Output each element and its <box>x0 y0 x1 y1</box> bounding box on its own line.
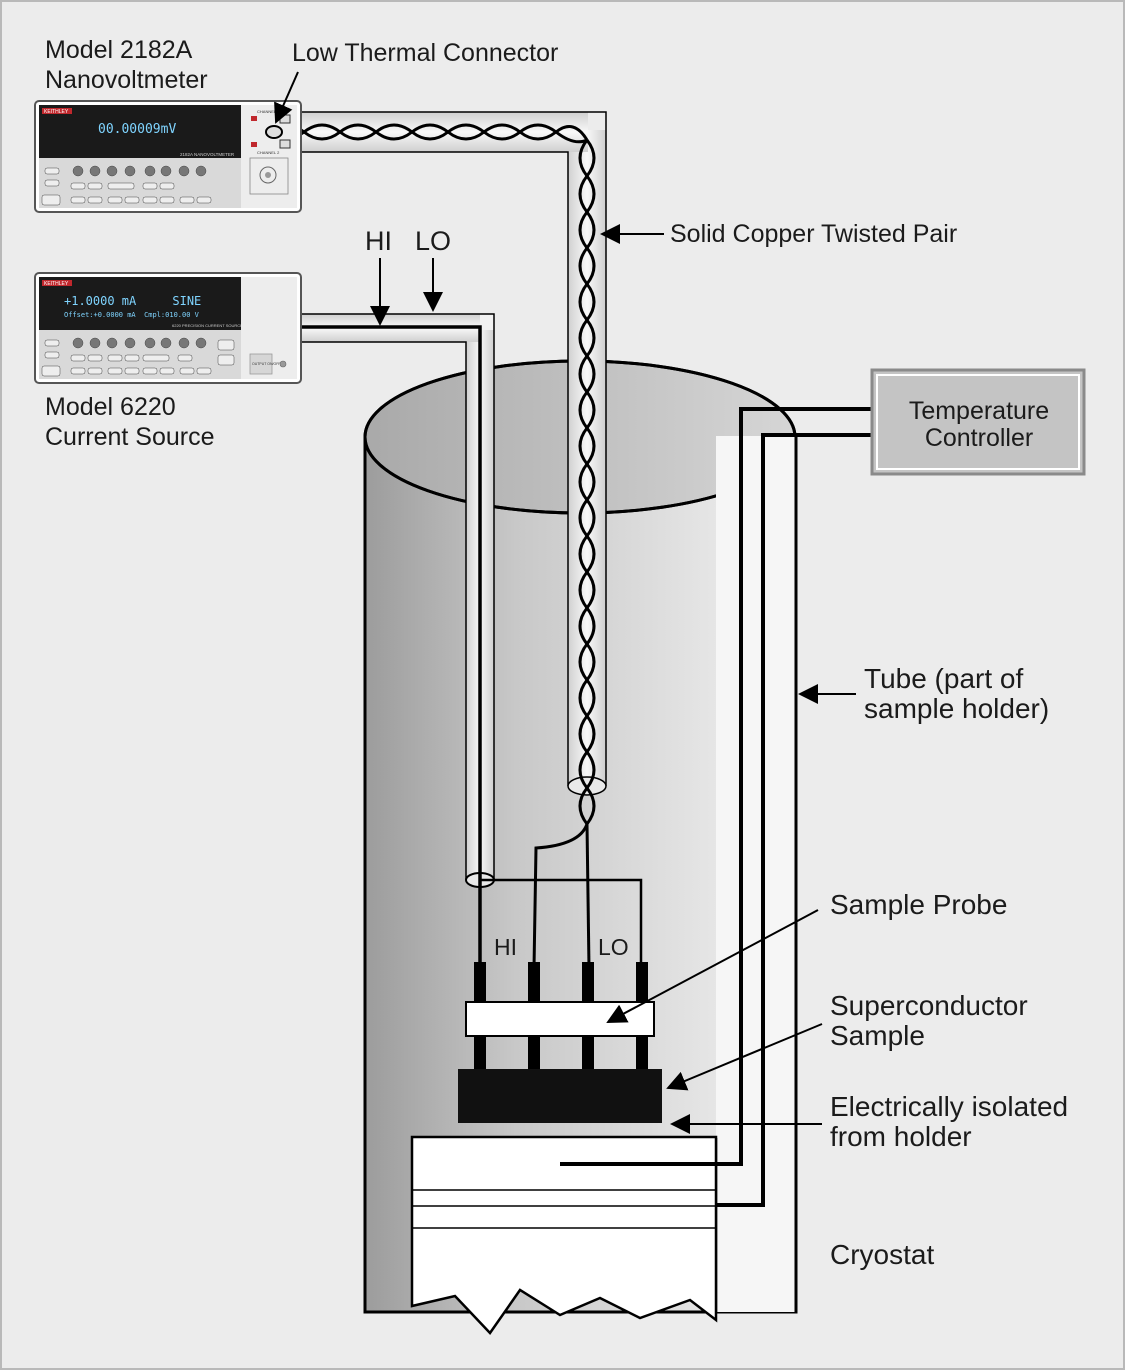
current-source-display-panel <box>39 277 241 330</box>
current-source-brand: KEITHLEY <box>44 281 69 287</box>
nanovoltmeter-channel2-label: CHANNEL 2 <box>257 150 280 155</box>
nanovoltmeter-instrument: KEITHLEY 00.00009mV 2182A NANOVOLTMETER … <box>34 100 302 213</box>
current-source-reading-line2: Offset:+0.0000 mA Cmpl:010.00 V <box>64 311 200 319</box>
nanovoltmeter-display-panel <box>39 105 241 158</box>
low-thermal-connector-arrow <box>274 71 299 124</box>
sample-probe-arrow <box>606 909 819 1023</box>
superconductor-arrow <box>666 1023 823 1091</box>
superconductor-sample <box>458 1069 662 1123</box>
twisted-pair-conduit <box>298 111 607 796</box>
isolated-label-line2: from holder <box>830 1121 972 1152</box>
current-source-model-text: 6220 PRECISION CURRENT SOURCE <box>172 323 243 328</box>
low-thermal-connector-label: Low Thermal Connector <box>292 39 558 67</box>
lo-probe-label: LO <box>598 934 629 960</box>
cryostat-label: Cryostat <box>830 1239 934 1270</box>
current-source-label-line2: Current Source <box>45 423 215 451</box>
hi-top-label: HI <box>365 226 392 256</box>
probe-pins-lower <box>474 1036 648 1070</box>
twisted-pair-label: Solid Copper Twisted Pair <box>670 220 957 248</box>
current-source-reading-line1: +1.0000 mA SINE <box>64 294 201 308</box>
sample-probe-label: Sample Probe <box>830 889 1007 920</box>
nanovoltmeter-model-text: 2182A NANOVOLTMETER <box>180 152 235 157</box>
tube-label-line1: Tube (part of <box>864 663 1023 694</box>
current-source-keypad <box>41 337 235 377</box>
hi-probe-label: HI <box>494 934 517 960</box>
isolated-label-line1: Electrically isolated <box>830 1091 1068 1122</box>
nanovoltmeter-reading: 00.00009mV <box>98 122 176 137</box>
sample-probe <box>465 1001 655 1037</box>
nanovoltmeter-channel1-label: CHANNEL 1 <box>257 109 280 114</box>
tube-label-line2: sample holder) <box>864 693 1049 724</box>
superconductor-label-line1: Superconductor <box>830 990 1028 1021</box>
twisted-pair-wires <box>267 123 596 969</box>
temperature-controller: Temperature Controller <box>870 368 1086 476</box>
nanovoltmeter-label-line2: Nanovoltmeter <box>45 66 208 94</box>
temp-controller-label-line1: Temperature <box>909 397 1049 425</box>
probe-pins <box>474 962 648 1002</box>
nanovoltmeter-keypad <box>41 165 212 206</box>
nanovoltmeter-label-line1: Model 2182A <box>45 36 193 64</box>
superconductor-label-line2: Sample <box>830 1020 925 1051</box>
low-thermal-connector-plug <box>265 125 283 139</box>
output-on-off-button <box>249 353 273 375</box>
current-source-wires <box>300 325 643 968</box>
current-source-label-line1: Model 6220 <box>45 393 176 421</box>
sample-holder-tube <box>716 436 796 1312</box>
temp-controller-label-line2: Controller <box>925 424 1033 452</box>
nanovoltmeter-brand: KEITHLEY <box>44 109 69 115</box>
temperature-controller-wires <box>560 407 872 1207</box>
current-source-instrument: KEITHLEY +1.0000 mA SINE Offset:+0.0000 … <box>34 272 302 384</box>
lo-top-label: LO <box>415 226 451 256</box>
cryostat-block <box>410 1135 718 1335</box>
output-on-off-label: OUTPUT ON/OFF <box>252 362 281 366</box>
